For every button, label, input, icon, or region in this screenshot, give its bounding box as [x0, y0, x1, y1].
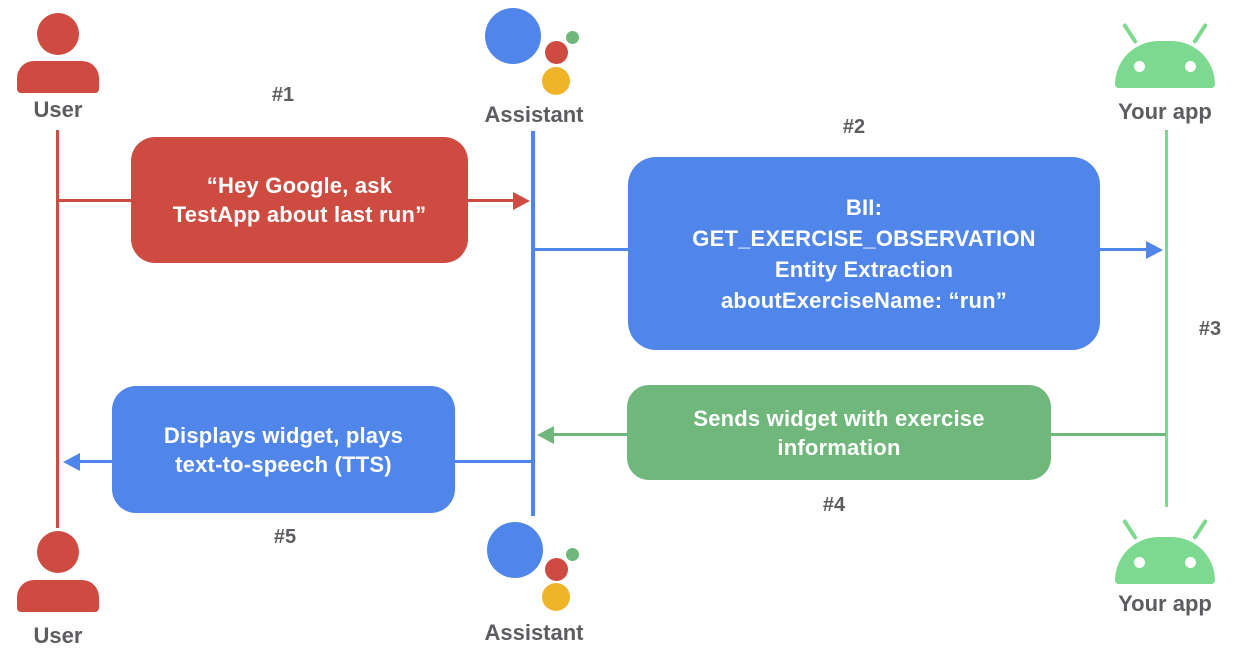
step2-message-box: BII: GET_EXERCISE_OBSERVATION Entity Ext…	[628, 157, 1100, 350]
android-head-icon	[1115, 41, 1215, 88]
user-label-bottom: User	[33, 623, 83, 648]
step1-message-line2: TestApp about last run”	[172, 202, 427, 227]
step5-message-line2: text-to-speech (TTS)	[175, 451, 392, 477]
assistant-green-dot-icon	[566, 31, 579, 44]
step2-arrowhead	[1146, 241, 1163, 259]
android-eye-icon	[1185, 557, 1196, 568]
assistant-yellow-dot-icon	[542, 583, 570, 611]
step1-label: #1	[271, 84, 295, 106]
android-antenna-icon	[1122, 22, 1138, 45]
android-antenna-icon	[1122, 518, 1138, 541]
person-head-icon	[37, 13, 79, 55]
step4-message-line2: information	[777, 434, 901, 460]
step4-label: #4	[822, 494, 846, 516]
step2-label: #2	[842, 116, 866, 138]
step4-message-line1: Sends widget with exercise	[693, 405, 985, 431]
person-body-icon	[17, 61, 99, 93]
android-eye-icon	[1185, 61, 1196, 72]
step2-message-line2: GET_EXERCISE_OBSERVATION	[692, 225, 1036, 251]
step4-arrowhead	[537, 426, 554, 444]
assistant-lifeline	[531, 131, 535, 516]
step5-message-line1: Displays widget, plays	[163, 422, 404, 448]
step3-label: #3	[1198, 318, 1222, 340]
step5-arrowhead	[63, 453, 80, 471]
assistant-blue-dot-icon	[487, 522, 543, 578]
android-eye-icon	[1134, 557, 1145, 568]
step2-message-line3: Entity Extraction	[774, 256, 954, 282]
step5-message-box: Displays widget, plays text-to-speech (T…	[112, 386, 455, 513]
step1-message-line1: “Hey Google, ask	[206, 173, 393, 198]
assistant-yellow-dot-icon	[542, 67, 570, 95]
android-eye-icon	[1134, 61, 1145, 72]
assistant-label-top: Assistant	[484, 102, 584, 127]
assistant-red-dot-icon	[545, 41, 568, 64]
step2-message-line4: aboutExerciseName: “run”	[721, 287, 1007, 313]
user-lifeline	[56, 130, 59, 528]
assistant-blue-dot-icon	[485, 8, 541, 64]
step1-message-box: “Hey Google, ask TestApp about last run”	[131, 137, 468, 263]
step5-label: #5	[273, 526, 297, 548]
assistant-red-dot-icon	[545, 558, 568, 581]
step1-arrowhead	[513, 192, 530, 210]
step4-message-box: Sends widget with exercise information	[627, 385, 1051, 480]
assistant-label-bottom: Assistant	[484, 620, 584, 645]
android-antenna-icon	[1192, 22, 1208, 45]
your-app-label-bottom: Your app	[1118, 591, 1212, 616]
android-head-icon	[1115, 537, 1215, 584]
android-antenna-icon	[1192, 518, 1208, 541]
app-lifeline	[1165, 130, 1168, 507]
your-app-label-top: Your app	[1118, 99, 1212, 124]
person-body-icon	[17, 580, 99, 612]
user-label-top: User	[33, 97, 83, 122]
person-head-icon	[37, 531, 79, 573]
assistant-green-dot-icon	[566, 548, 579, 561]
step2-message-line1: BII:	[845, 194, 883, 220]
